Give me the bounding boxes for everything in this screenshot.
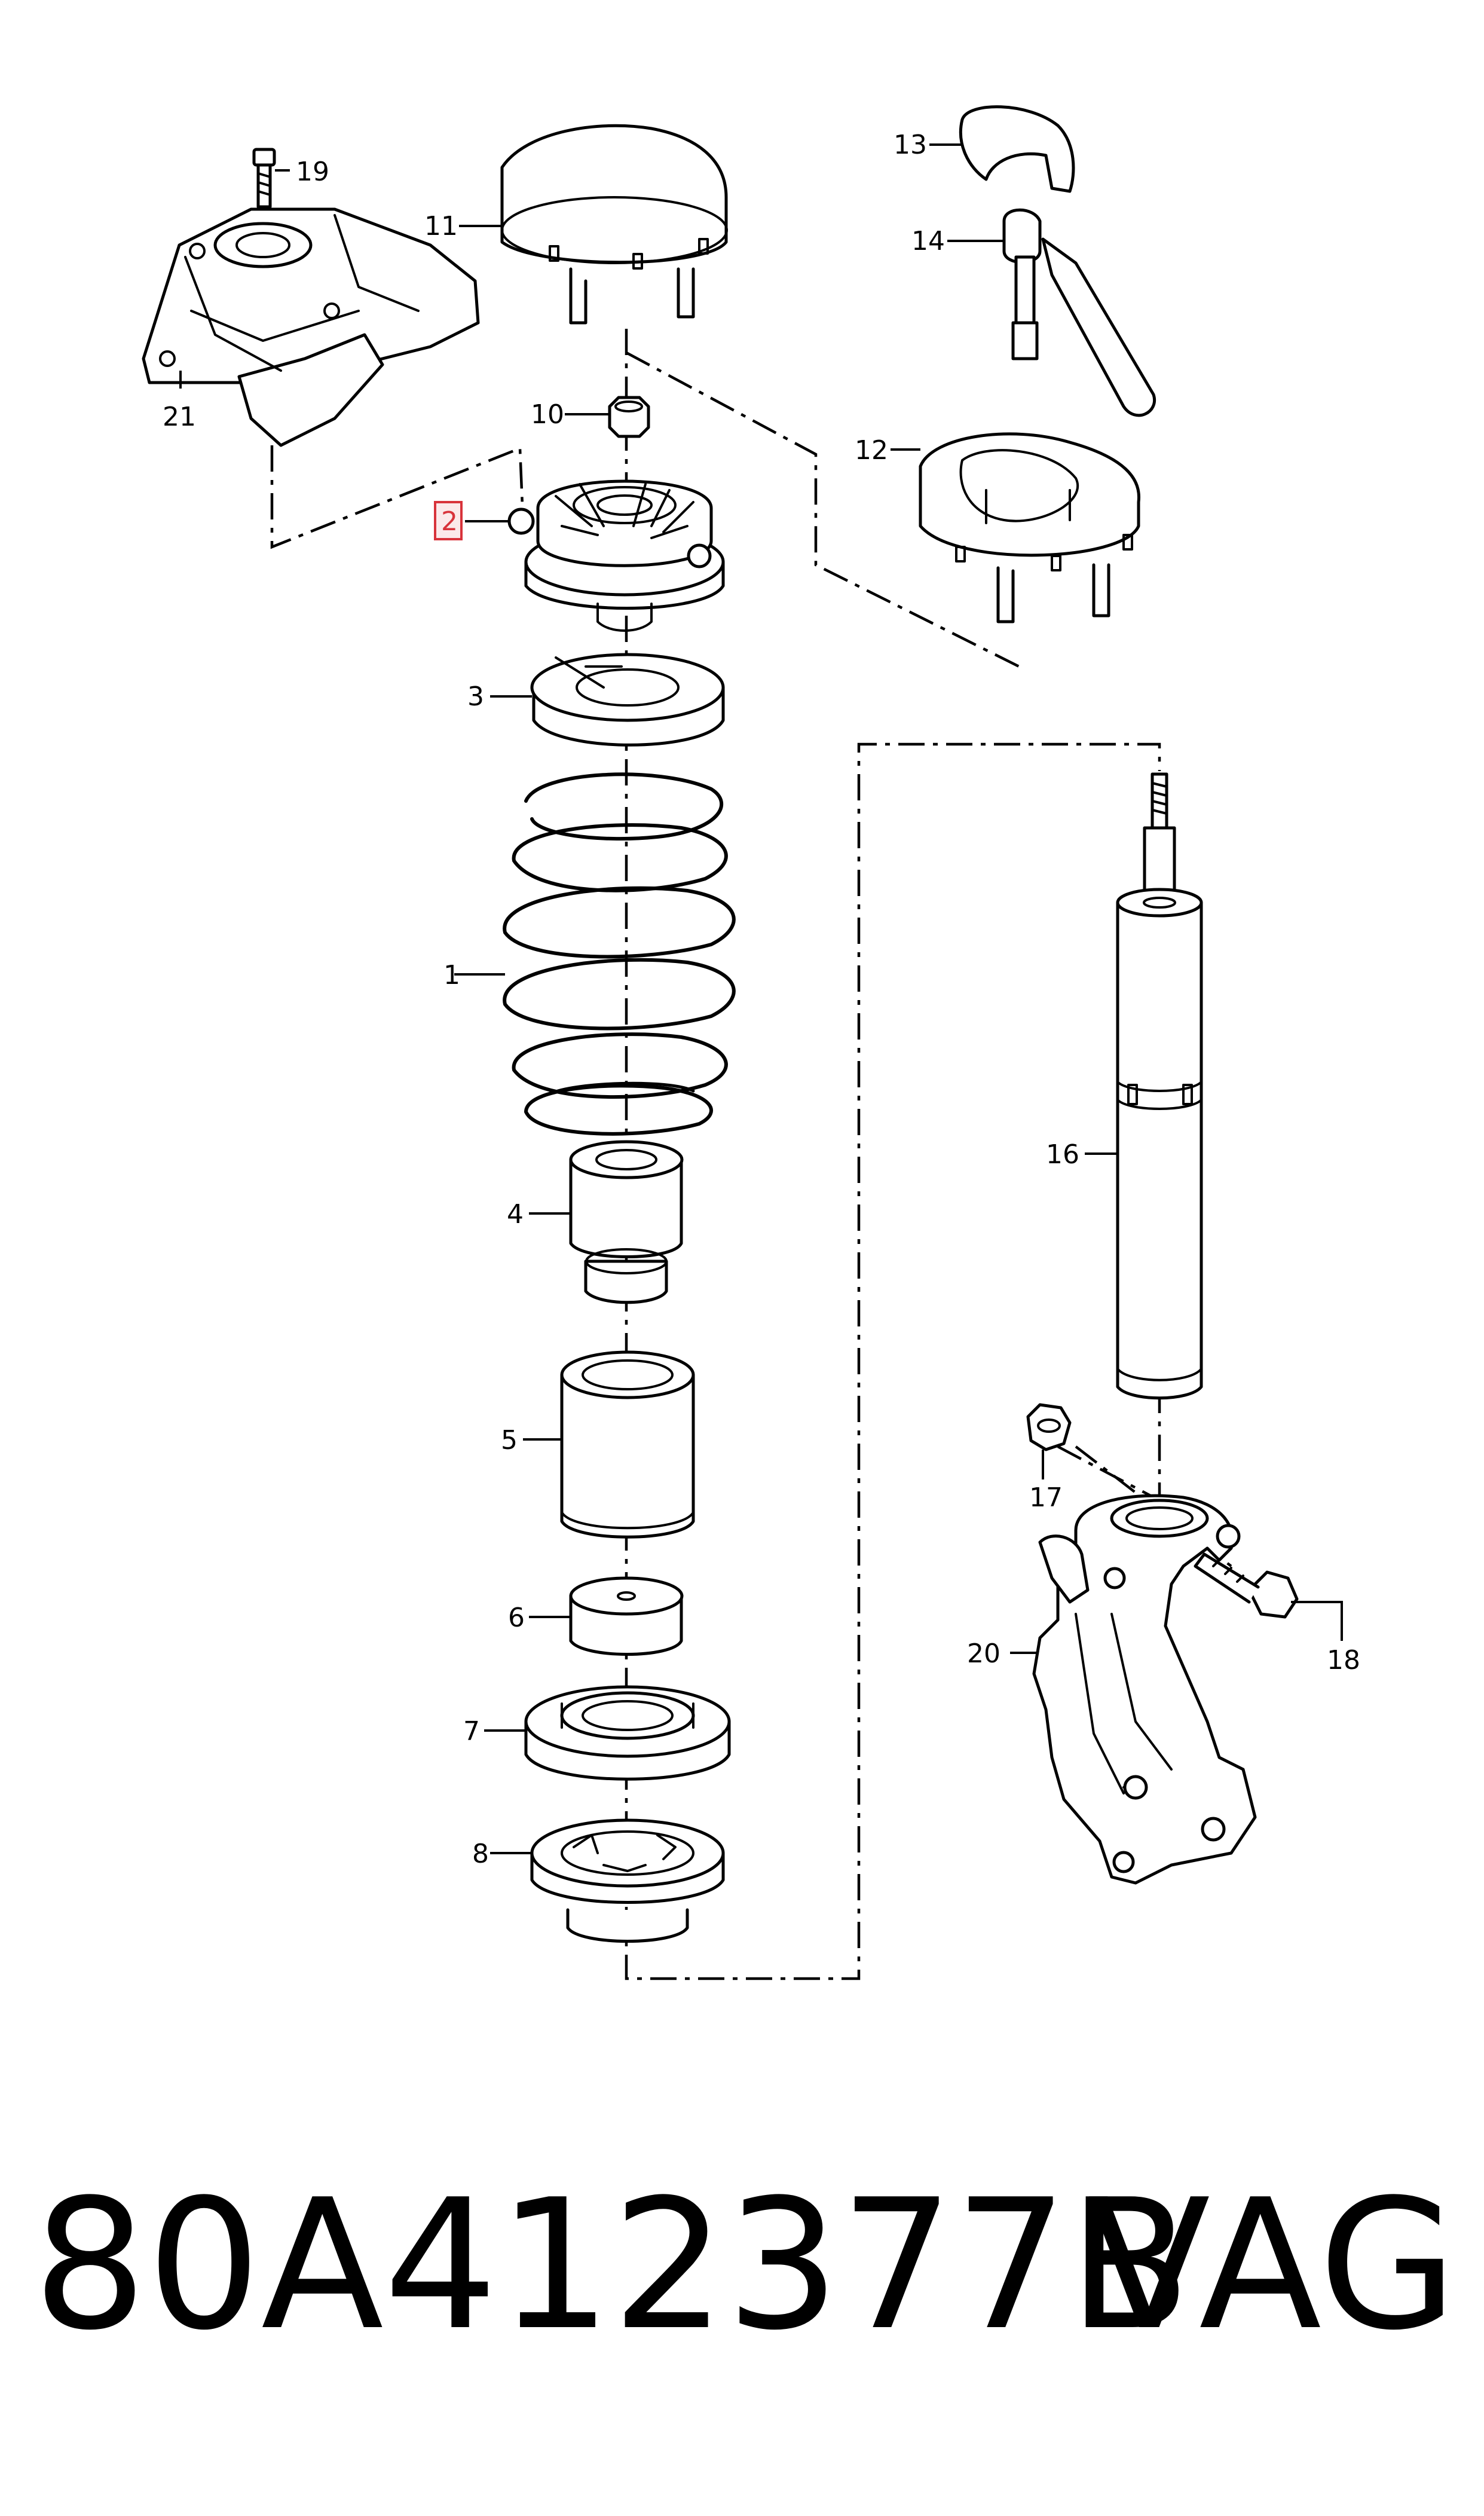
lower-cover (919, 432, 1141, 623)
callout-2-highlight (434, 501, 463, 540)
bolt-18 (1194, 1552, 1299, 1619)
protective-tube (560, 1350, 695, 1539)
callout-14: 14 (911, 226, 945, 256)
mount-link-axis (625, 351, 1026, 671)
part-number: 80A412377B (33, 2161, 1191, 2370)
callout-18: 18 (1327, 1645, 1360, 1676)
callout-4: 4 (507, 1199, 524, 1230)
callout-16: 16 (1046, 1139, 1079, 1170)
callout-7: 7 (463, 1716, 480, 1747)
nut17-axis (1057, 1445, 1161, 1502)
callout-12: 12 (855, 435, 888, 466)
bump-stop (569, 1140, 684, 1304)
nut-10 (608, 396, 650, 438)
coil-spring (503, 772, 736, 1136)
callout-numbers: 19 21 11 10 12 13 14 2 3 1 4 5 6 7 8 16 … (163, 130, 1360, 1869)
spring-seat-ring (530, 1818, 725, 1943)
callout-20: 20 (967, 1638, 1000, 1669)
callout-11: 11 (424, 211, 458, 241)
callout-1: 1 (443, 960, 460, 990)
callout-10: 10 (531, 399, 564, 430)
upper-cover-cap (500, 124, 728, 325)
spring-pad (530, 653, 725, 747)
strut-mount (507, 479, 725, 632)
callout-2: 2 (441, 506, 458, 537)
callout-17: 17 (1029, 1482, 1063, 1513)
dome-link-axis (270, 445, 525, 549)
brand-name: VAG (1088, 2161, 1458, 2370)
callout-19: 19 (296, 157, 329, 187)
bolt-19 (252, 148, 276, 209)
wheel-bearing-housing (1032, 1494, 1257, 1885)
lower-spring-seat (524, 1685, 731, 1781)
shock-absorber (1116, 772, 1203, 1400)
spacer-6 (569, 1576, 684, 1656)
callout-8: 8 (472, 1839, 489, 1869)
strut-dome (142, 207, 480, 447)
nut-17 (1026, 1403, 1072, 1451)
callout-6: 6 (508, 1603, 525, 1633)
callout-5: 5 (501, 1425, 518, 1456)
callout-21: 21 (163, 402, 196, 432)
stabilizer-link (1002, 208, 1156, 417)
dust-cap-13 (959, 105, 1075, 193)
callout-3: 3 (467, 681, 484, 712)
leader-lines (179, 143, 1343, 1854)
callout-13: 13 (894, 130, 927, 160)
